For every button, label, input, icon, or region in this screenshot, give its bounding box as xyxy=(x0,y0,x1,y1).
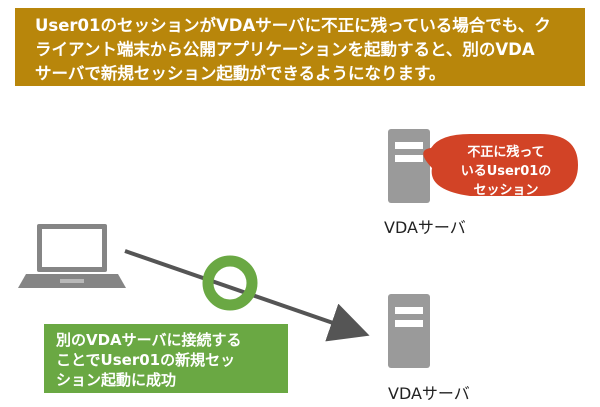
connection-arrow xyxy=(124,249,370,342)
callout-line-3: セッション xyxy=(473,183,539,198)
callout-text: 不正に残って いるUser01の セッション xyxy=(436,143,576,200)
callout-line-2: いるUser01の xyxy=(460,164,552,179)
server-icon-top xyxy=(388,129,430,203)
callout-line-1: 不正に残って xyxy=(467,145,545,160)
banner-line-2: ライアント端末から公開アプリケーションを起動すると、別のVDA xyxy=(35,40,535,59)
callout-bubble xyxy=(423,134,578,196)
success-line-1: 別のVDAサーバに接続する xyxy=(56,331,242,349)
success-line-3: ション起動に成功 xyxy=(56,371,177,389)
server-icon-bottom xyxy=(388,294,430,368)
success-line-2: ことでUser01の新規セッ xyxy=(56,351,236,369)
server-label-top: VDAサーバ xyxy=(384,218,466,237)
success-ring-icon xyxy=(202,255,258,311)
success-message-box: 別のVDAサーバに接続する ことでUser01の新規セッ ション起動に成功 xyxy=(44,324,288,393)
description-banner: User01のセッションがVDAサーバに不正に残っている場合でも、ク ライアント… xyxy=(15,8,585,86)
server-label-bottom: VDAサーバ xyxy=(388,384,470,403)
laptop-icon xyxy=(18,224,126,288)
banner-line-3: サーバで新規セッション起動ができるようになります。 xyxy=(35,64,446,83)
banner-line-1: User01のセッションがVDAサーバに不正に残っている場合でも、ク xyxy=(35,16,551,35)
